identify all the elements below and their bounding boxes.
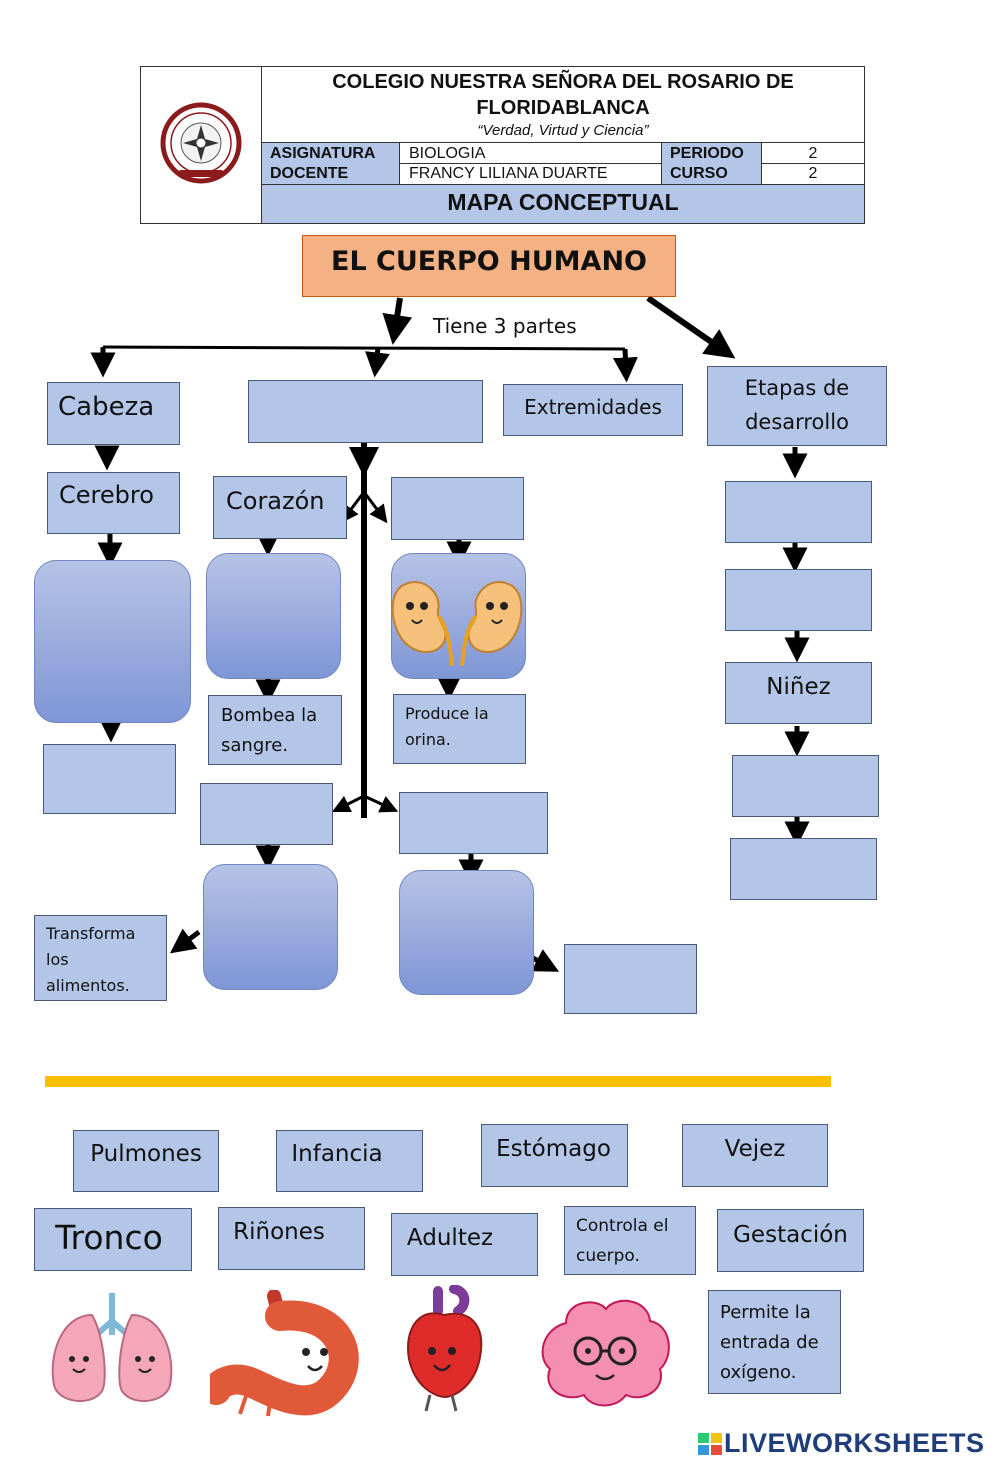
cabeza-label: Cabeza [58,392,155,422]
word-vejez[interactable] [682,1124,828,1187]
school-name-line1: COLEGIO NUESTRA SEÑORA DEL ROSARIO DE [332,71,794,93]
map-title-box [302,235,676,297]
word-rinones[interactable] [218,1207,365,1270]
ninez-box [725,662,872,724]
lungs-picture[interactable] [42,1285,182,1413]
etapas-label-line2: desarrollo [745,410,849,434]
word-rinones-label: Riñones [233,1219,325,1245]
liveworksheets-brand: LIVEWORKSHEETS [724,1428,985,1458]
pulmones-function-drop-box[interactable] [564,944,697,1014]
stomach-picture[interactable] [210,1290,360,1418]
transforma-line1: Transforma [46,924,136,943]
asignatura-value: BIOLOGIA [400,143,662,164]
word-controla[interactable] [564,1206,696,1275]
pulmones-image-drop-zone[interactable] [399,870,534,995]
word-adultez-label: Adultez [406,1225,494,1251]
word-controla-line2: cuerpo. [576,1246,640,1266]
estomago-image-drop-zone[interactable] [203,864,338,990]
word-infancia-label: Infancia [291,1141,383,1167]
word-infancia[interactable] [276,1130,423,1192]
cerebro-box [47,472,180,534]
word-controla-line1: Controla el [576,1216,669,1236]
rinones-drop-box[interactable] [391,477,524,540]
word-pulmones-label: Pulmones [90,1141,202,1167]
connector-text: Tiene 3 partes [433,314,577,338]
word-vejez-label: Vejez [724,1136,786,1162]
extremidades-label: Extremidades [524,395,662,419]
etapa-4-drop-box[interactable] [732,755,879,817]
corazon-label: Corazón [226,487,325,515]
produce-line2: orina. [405,730,451,749]
word-pulmones[interactable] [73,1130,219,1192]
cerebro-function-drop-box[interactable] [43,744,176,814]
document-title: MAPA CONCEPTUAL [262,185,864,223]
bombea-line1: Bombea la [221,705,318,726]
periodo-value: 2 [808,145,818,162]
etapas-box [707,366,887,446]
corazon-image-drop-zone[interactable] [206,553,341,679]
curso-value: 2 [808,165,818,182]
heart-picture[interactable] [400,1285,490,1415]
estomago-drop-box[interactable] [200,783,333,845]
docente-value: FRANCY LILIANA DUARTE [400,164,662,184]
transforma-line2: los [46,950,69,969]
info-row-2: DOCENTE FRANCY LILIANA DUARTE CURSO 2 [262,164,864,185]
tronco-drop-box[interactable] [248,380,483,443]
map-title: EL CUERPO HUMANO [331,246,647,277]
brain-picture[interactable] [536,1293,676,1413]
word-gestacion[interactable] [717,1209,864,1272]
word-tronco-label: Tronco [55,1218,163,1257]
docente-label: DOCENTE [262,164,400,184]
liveworksheets-logo-icon [698,1433,722,1455]
bombea-box [208,695,342,765]
logo-cell [141,67,262,223]
header-table: COLEGIO NUESTRA SEÑORA DEL ROSARIO DE FL… [140,66,865,224]
word-permite-line1: Permite la [720,1302,811,1323]
corazon-box [213,476,347,539]
transforma-box [34,915,167,1001]
school-motto: “Verdad, Virtud y Ciencia” [477,122,649,139]
school-name-line2: FLORIDABLANCA [476,97,650,119]
etapa-2-drop-box[interactable] [725,569,872,631]
etapa-1-drop-box[interactable] [725,481,872,543]
word-permite[interactable] [708,1290,841,1394]
cerebro-label: Cerebro [59,481,154,509]
transforma-line3: alimentos. [46,976,130,995]
ninez-label: Niñez [766,674,831,700]
kidneys-illustration [391,581,523,667]
word-gestacion-label: Gestación [733,1222,848,1248]
cerebro-image-drop-zone[interactable] [34,560,191,723]
etapas-label-line1: Etapas de [744,376,850,400]
school-seal-logo [160,102,242,184]
curso-label: CURSO [662,164,762,184]
extremidades-box [503,384,683,436]
word-permite-line3: oxígeno. [720,1362,797,1383]
produce-box [393,694,526,764]
produce-line1: Produce la [405,704,489,723]
word-tronco[interactable] [34,1208,192,1271]
etapa-5-drop-box[interactable] [730,838,877,900]
bombea-line2: sangre. [221,735,289,756]
cabeza-box [47,382,180,445]
asignatura-label: ASIGNATURA [262,143,400,164]
word-adultez[interactable] [391,1213,538,1276]
pulmones-drop-box[interactable] [399,792,548,854]
section-divider [45,1076,831,1087]
word-permite-line2: entrada de [720,1332,819,1353]
info-row-1: ASIGNATURA BIOLOGIA PERIODO 2 [262,142,864,164]
periodo-label: PERIODO [662,143,762,164]
word-estomago[interactable] [481,1124,628,1187]
word-estomago-label: Estómago [496,1136,611,1162]
